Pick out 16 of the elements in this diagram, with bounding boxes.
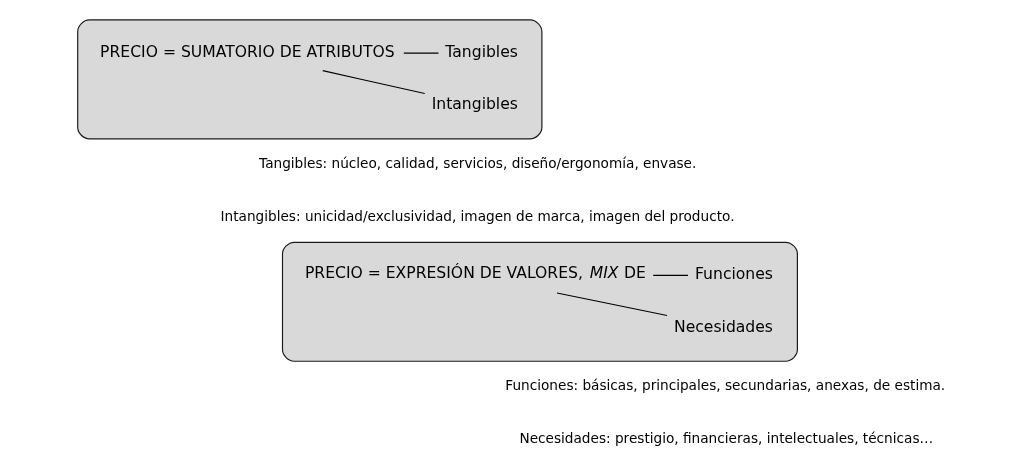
node-text: Funciones — [694, 265, 773, 284]
node-text: PRECIO = SUMATORIO DE ATRIBUTOS — [99, 42, 395, 61]
cluster — [76, 19, 542, 140]
node-text: Intangibles — [431, 95, 518, 114]
label: Intangibles: unicidad/exclusividad, imagen de marca, imagen del producto. — [220, 207, 734, 224]
label: Funciones: básicas, principales, secundarias, anexas, de estima. — [504, 377, 945, 394]
connector — [555, 292, 668, 317]
node-text: Tangibles — [444, 42, 518, 61]
connector — [402, 52, 439, 54]
node-text: Necesidades — [673, 317, 773, 336]
node-text: PRECIO = EXPRESIÓN DE VALORES, MIX DE — [304, 264, 646, 283]
connector — [321, 70, 425, 95]
connector — [652, 274, 689, 277]
label: Necesidades: prestigio, financieras, intelectuales, técnicas… — [518, 429, 933, 446]
label: Tangibles: núcleo, calidad, servicios, diseño/ergonomía, envase. — [258, 154, 696, 171]
cluster — [281, 241, 798, 362]
